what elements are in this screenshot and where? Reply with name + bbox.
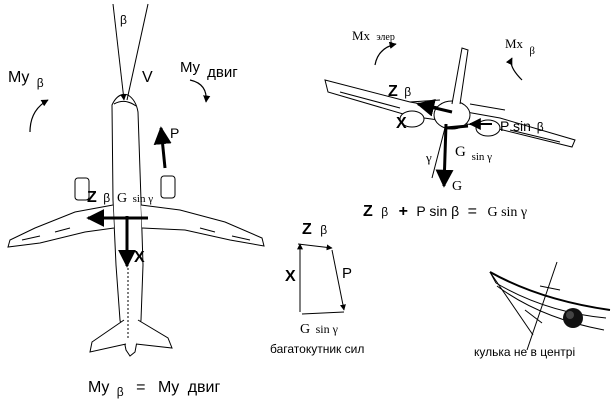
g-sin-gamma-arrow: [445, 124, 469, 130]
velocity-label: V: [142, 69, 153, 86]
beta-label-top: β: [120, 13, 127, 27]
turn-ball-indicator: [489, 261, 611, 351]
force-balance-equation: Z β + P sin β = G sin γ: [363, 203, 527, 220]
my-engine-rotation-arrow: [189, 79, 211, 103]
my-beta-label: My β: [8, 69, 44, 90]
mx-beta-label: Mx β: [505, 36, 535, 57]
ball-icon: [563, 308, 583, 328]
velocity-vector: [112, 3, 149, 101]
polygon-caption: багатокутник сил: [270, 342, 364, 356]
mx-aileron-label: Mx элер: [352, 28, 395, 43]
z-beta-label: Z β: [87, 189, 110, 206]
my-engine-label: My двиг: [180, 59, 238, 81]
z-beta-label-right: Z β: [388, 83, 411, 100]
g-sin-gamma-label-right: G sin γ: [455, 144, 492, 163]
p-sin-beta-label: P sin β: [500, 118, 544, 134]
my-equation: My β = My двиг: [88, 379, 220, 400]
g-sin-gamma-label: G sin γ: [117, 191, 153, 206]
g-label-right: G: [452, 179, 462, 194]
thrust-label: P: [170, 125, 179, 141]
x-label-right: X: [396, 115, 407, 132]
mx-beta-rotation-arrow: [505, 57, 523, 81]
z-force-arrow-right: [416, 98, 453, 117]
top-view-airplane: [7, 94, 265, 357]
force-polygon: [297, 243, 346, 315]
x-label-left: X: [134, 249, 145, 266]
gamma-label: γ: [425, 150, 432, 165]
polygon-p-label: P: [342, 265, 352, 282]
polygon-z-label: Z β: [302, 221, 327, 238]
ball-caption: кулька не в центрі: [474, 345, 575, 359]
gamma-reference-line: [431, 123, 447, 179]
polygon-x-label: X: [285, 268, 296, 285]
thrust-arrow: [153, 126, 172, 169]
my-beta-rotation-arrow: [29, 99, 49, 133]
gravity-arrow: [435, 123, 454, 188]
polygon-g-label: G sin γ: [300, 322, 339, 337]
mx-aileron-rotation-arrow: [374, 41, 397, 66]
